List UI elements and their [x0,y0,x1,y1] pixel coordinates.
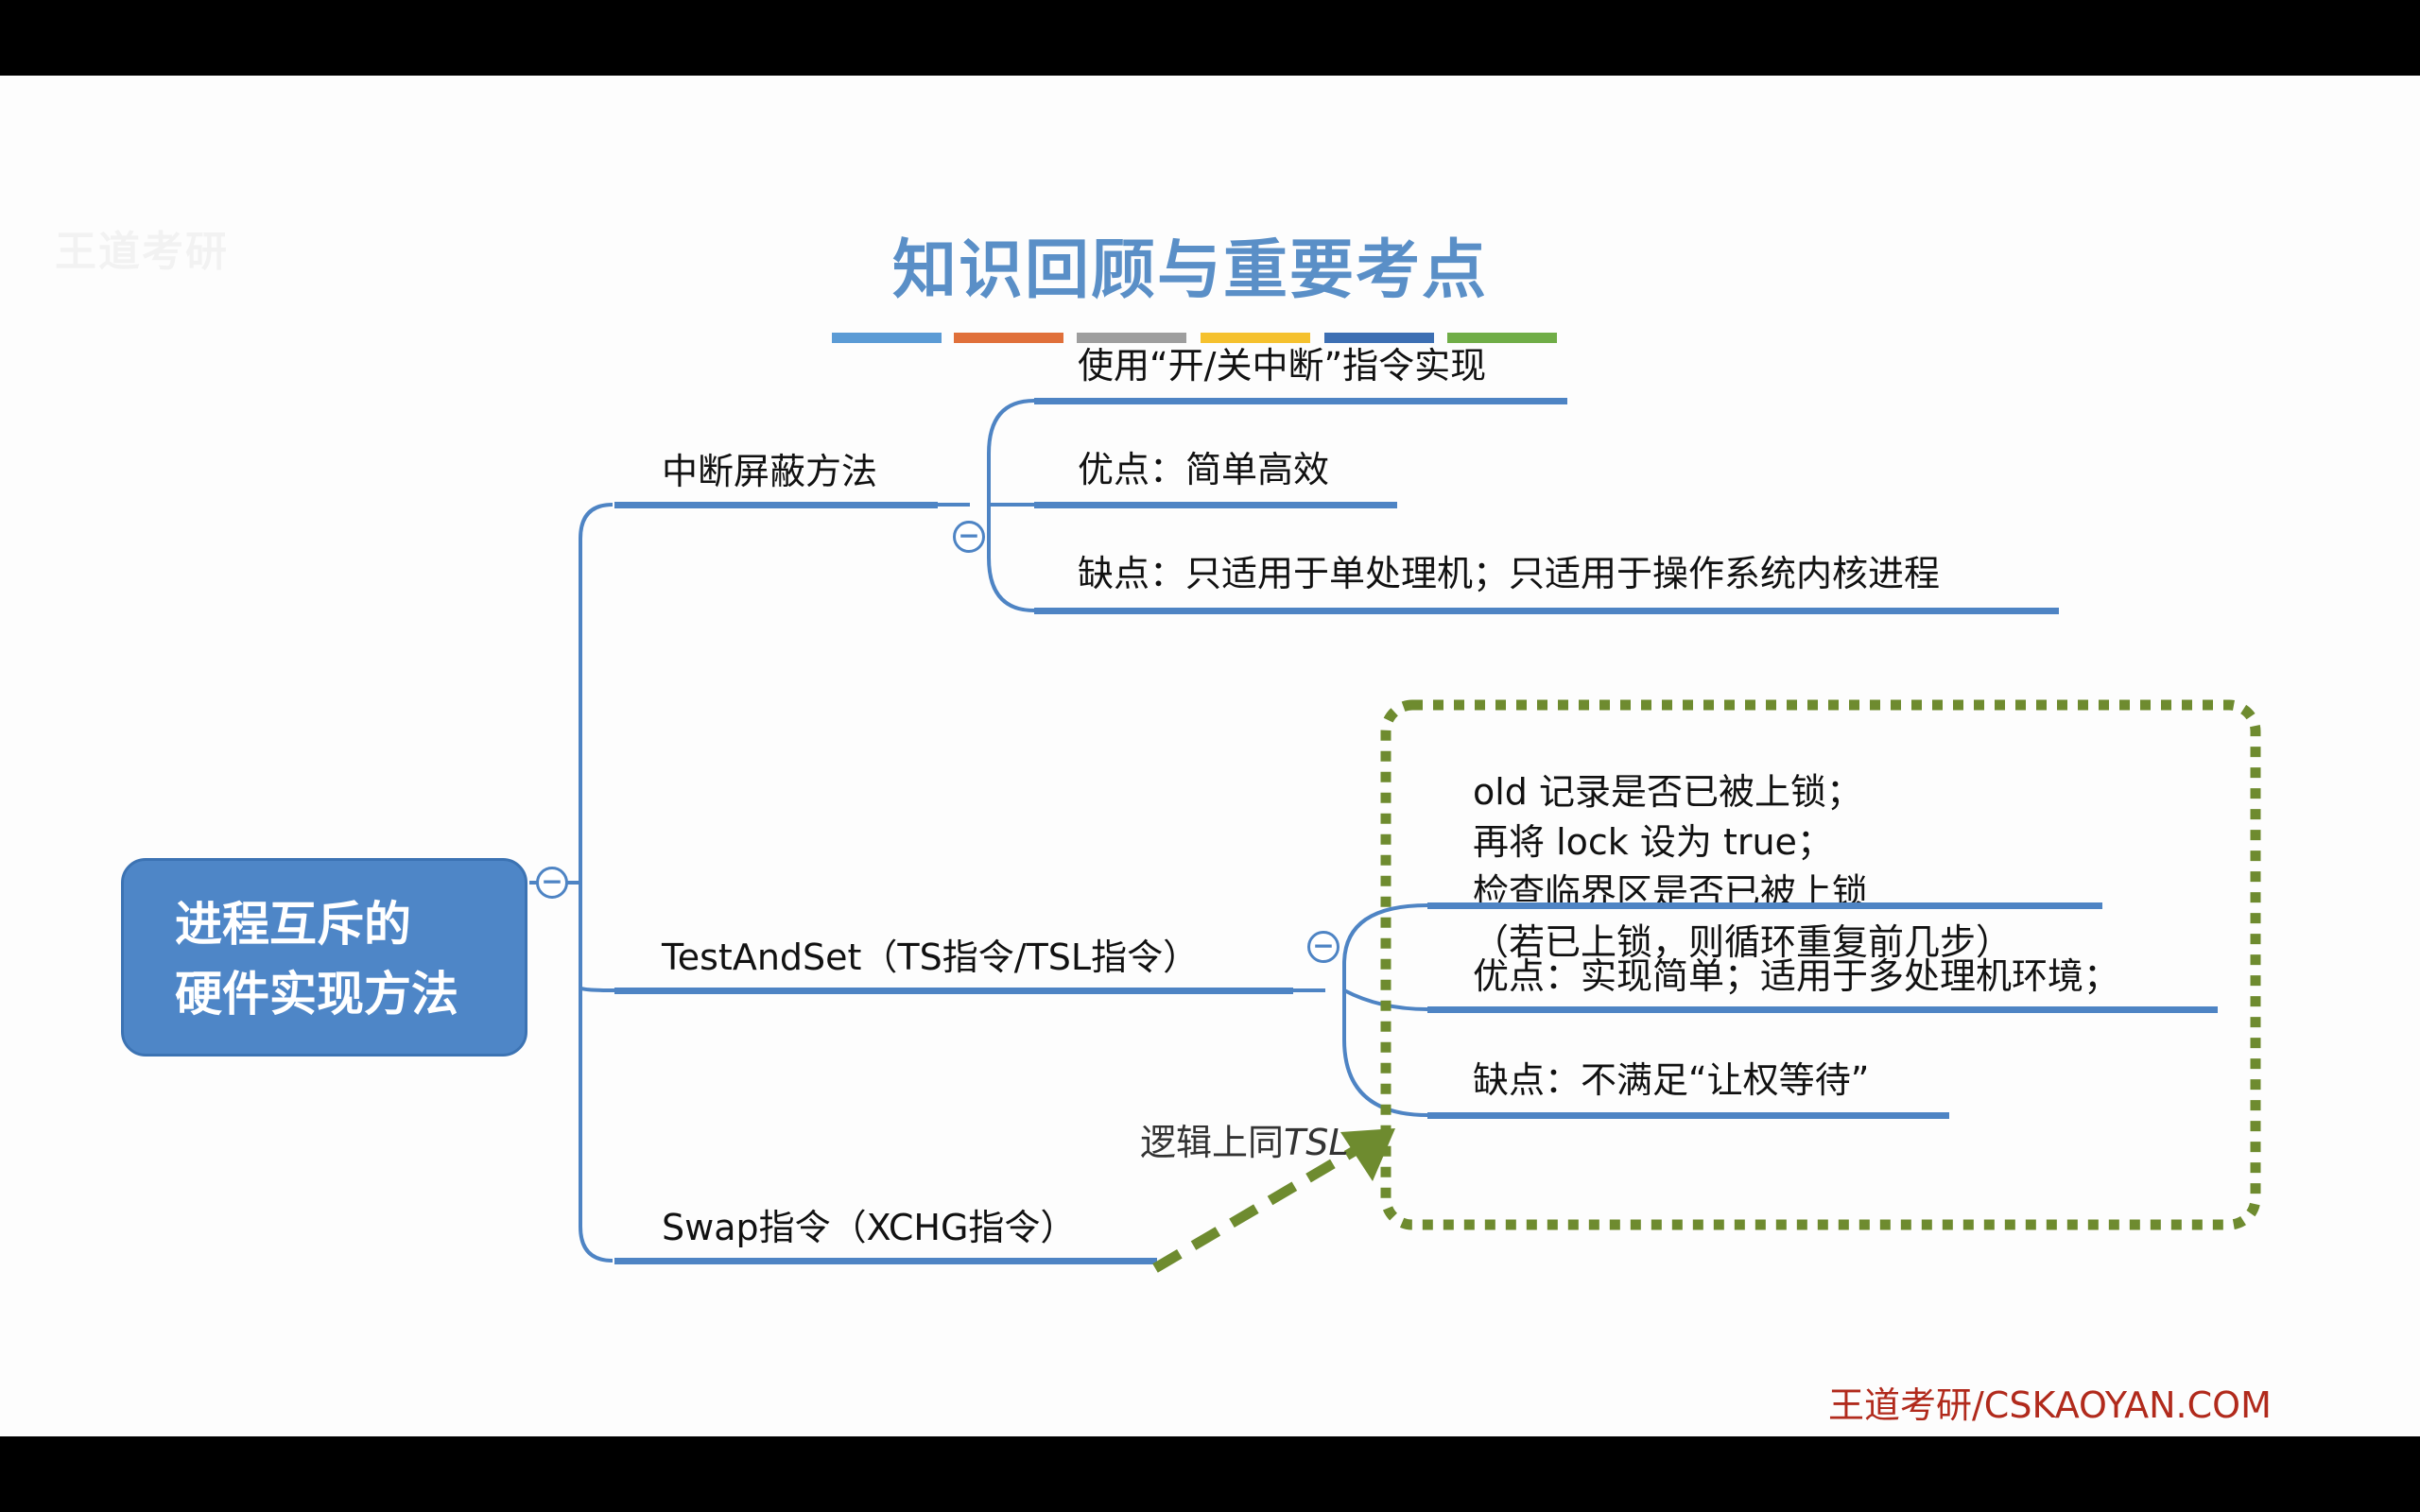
interrupt-child-3: 缺点：只适用于单处理机；只适用于操作系统内核进程 [1078,553,1941,594]
footer-brand: 王道考研/CSKAOYAN.COM [1828,1384,2272,1426]
root-line-1: 进程互斥的 [175,897,411,952]
branch-interrupt-label: 中断屏蔽方法 [662,451,878,492]
root-node: 进程互斥的 硬件实现方法 [121,858,527,1057]
tsl-cons: 缺点：不满足“让权等待” [1473,1059,1870,1101]
interrupt-collapse-button[interactable]: − [953,521,985,553]
annotation-ref: TSL [1284,1122,1349,1163]
page-title: 知识回顾与重要考点 [891,232,1488,308]
branch-swap-underline [614,1258,1157,1264]
tsl-detail-line-2: 再将 lock 设为 true； [1473,821,1833,863]
interrupt-child-2-underline [1034,502,1397,508]
annotation-prefix: 逻辑上同 [1140,1122,1285,1163]
tsl-detail-line-3: 检查临界区是否已被上锁 [1473,871,1869,913]
interrupt-child-2: 优点：简单高效 [1078,449,1330,490]
tsl-cons-underline [1427,1112,1949,1119]
interrupt-child-1: 使用“开/关中断”指令实现 [1078,345,1487,387]
title-bar-1 [832,333,942,343]
branch-swap-label: Swap指令（XCHG指令） [662,1207,1077,1248]
branch-interrupt-underline [614,502,938,508]
root-line-2: 硬件实现方法 [175,967,458,1022]
tsl-collapse-button[interactable]: − [1307,931,1340,963]
tsl-detail-lines: old 记录是否已被上锁； 再将 lock 设为 true； 检查临界区是否已被… [1473,767,2012,968]
branch-tsl-underline [614,988,1293,994]
logic-same-arrow [1152,1128,1395,1273]
interrupt-child-3-underline [1034,608,2059,614]
watermark: 王道考研 [55,217,229,278]
logic-same-annotation: 逻辑上同TSL [1140,1113,1349,1165]
title-bar-5 [1324,333,1434,343]
branch-tsl-label: TestAndSet（TS指令/TSL指令） [662,936,1200,978]
tsl-pros: 优点：实现简单；适用于多处理机环境； [1473,955,2120,997]
tsl-detail-line-1: old 记录是否已被上锁； [1473,771,1863,813]
tsl-pros-underline [1427,1006,2218,1013]
title-bar-4 [1201,333,1310,343]
title-bar-3 [1077,333,1186,343]
tsl-detail-frame [1380,699,2261,1230]
title-bar-2 [954,333,1063,343]
tsl-detail-underline [1427,902,2102,909]
interrupt-child-1-underline [1034,398,1567,404]
title-bar-6 [1447,333,1557,343]
slide: 王道考研 知识回顾与重要考点 进程互斥的 硬件实现方法 − [0,76,2420,1436]
tsl-detail-line-4: （若已上锁，则循环重复前几步） [1473,921,2013,963]
root-collapse-button[interactable]: − [536,867,568,899]
